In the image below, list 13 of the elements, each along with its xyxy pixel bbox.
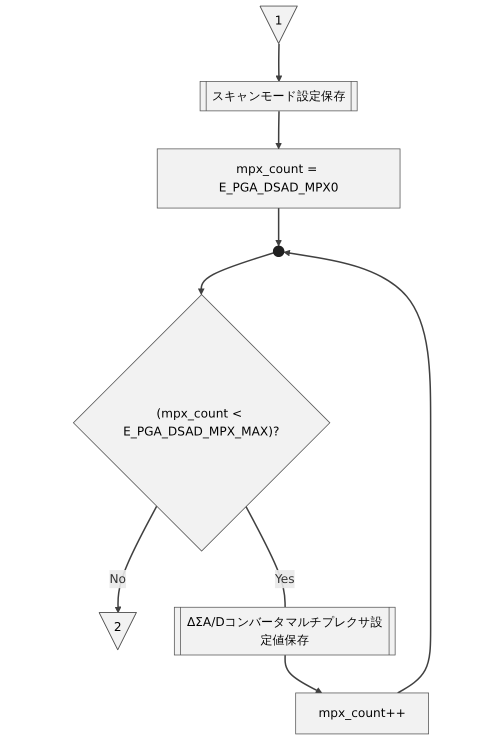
node-box: mpx_count++ [295,692,429,734]
arrow [114,506,158,614]
arrow [284,655,322,694]
connector [245,506,286,608]
arrow [276,44,282,82]
arrow [198,252,274,295]
edge-label: Yes [274,572,295,586]
node-diamond: (mpx_count < E_PGA_DSAD_MPX_MAX)? [72,294,330,552]
arrow [275,208,282,246]
node-box: mpx_count = E_PGA_DSAD_MPX0 [156,148,400,208]
arrow [284,250,432,694]
arrow [275,111,282,150]
edge-label: No [109,572,126,586]
